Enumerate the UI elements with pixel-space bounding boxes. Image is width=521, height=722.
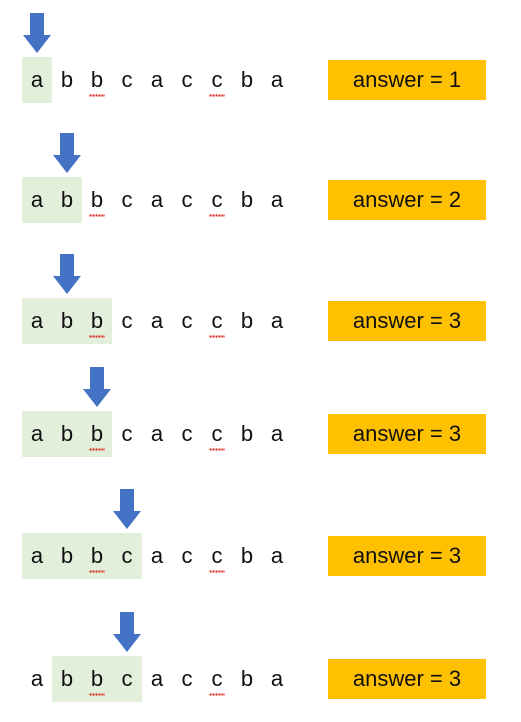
down-arrow-icon <box>23 13 51 53</box>
down-arrow-icon <box>83 367 111 407</box>
window-highlight <box>22 57 52 103</box>
string-char: b <box>60 187 74 212</box>
string-char: a <box>150 67 164 92</box>
window-highlight <box>22 177 82 223</box>
string-char: a <box>270 308 284 333</box>
string-char: b <box>82 57 112 103</box>
string-char: b <box>240 543 254 568</box>
string-char: c <box>181 666 193 691</box>
down-arrow-icon <box>113 489 141 529</box>
answer-box: answer = 1 <box>328 60 486 100</box>
string-char: a <box>30 666 44 691</box>
string-char: b <box>60 67 74 92</box>
answer-box: answer = 3 <box>328 414 486 454</box>
string-char: b <box>60 543 74 568</box>
window-highlight <box>22 533 142 579</box>
string-char: c <box>181 67 193 92</box>
string-char: c <box>202 656 232 702</box>
string-char: b <box>240 421 254 446</box>
answer-box: answer = 2 <box>328 180 486 220</box>
down-arrow-icon <box>53 254 81 294</box>
answer-box: answer = 3 <box>328 536 486 576</box>
string-char: b <box>60 666 74 691</box>
string-char: b <box>240 666 254 691</box>
down-arrow-icon <box>53 133 81 173</box>
string-char: a <box>150 187 164 212</box>
string-char: a <box>270 666 284 691</box>
string-char: c <box>121 543 133 568</box>
string-char: c <box>181 308 193 333</box>
string-char: c <box>121 666 133 691</box>
string-char: c <box>181 543 193 568</box>
string-char: a <box>30 187 44 212</box>
string-char: a <box>150 308 164 333</box>
string-char: c <box>121 187 133 212</box>
string-char: a <box>30 421 44 446</box>
string-char: a <box>270 67 284 92</box>
string-char: a <box>30 543 44 568</box>
string-char: c <box>121 67 133 92</box>
string-char: b <box>82 411 112 457</box>
string-char: a <box>270 543 284 568</box>
string-char: a <box>150 421 164 446</box>
string-char: b <box>82 298 112 344</box>
down-arrow-icon <box>113 612 141 652</box>
string-char: c <box>202 177 232 223</box>
string-char: c <box>181 421 193 446</box>
string-char: c <box>202 411 232 457</box>
string-char: a <box>270 187 284 212</box>
answer-box: answer = 3 <box>328 659 486 699</box>
string-char: c <box>202 57 232 103</box>
string-char: b <box>82 177 112 223</box>
string-char: a <box>30 67 44 92</box>
string-char: c <box>121 421 133 446</box>
string-char: c <box>202 298 232 344</box>
answer-box: answer = 3 <box>328 301 486 341</box>
string-char: a <box>150 543 164 568</box>
string-char: b <box>240 67 254 92</box>
string-char: b <box>240 308 254 333</box>
string-char: b <box>60 308 74 333</box>
string-char: c <box>202 533 232 579</box>
string-char: c <box>121 308 133 333</box>
string-char: b <box>82 533 112 579</box>
string-char: a <box>270 421 284 446</box>
string-char: b <box>240 187 254 212</box>
string-char: c <box>181 187 193 212</box>
string-char: a <box>150 666 164 691</box>
string-char: b <box>82 656 112 702</box>
string-char: b <box>60 421 74 446</box>
string-char: a <box>30 308 44 333</box>
